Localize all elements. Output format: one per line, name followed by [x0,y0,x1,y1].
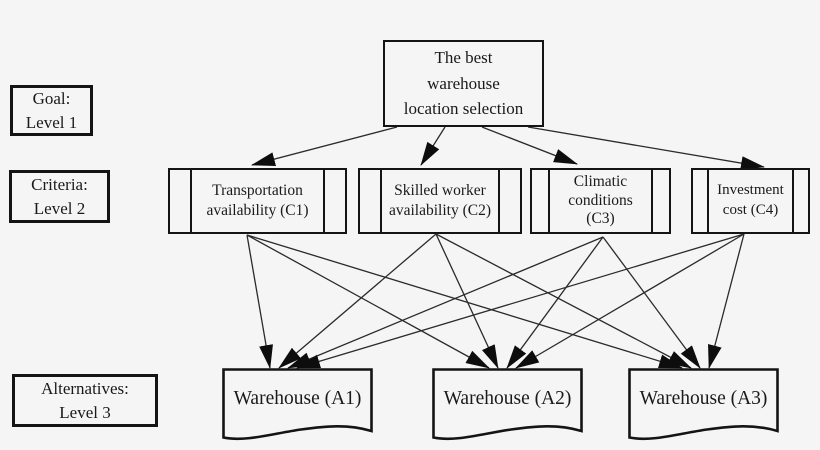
edge-c1-to-a2 [246,234,490,369]
level-label-line: Level 2 [33,198,86,218]
level1-goal-label: Goal: Level 1 [10,85,93,136]
criterion-c3-node: Climatic conditions (C3) [530,168,671,234]
edge-c1-to-a3 [246,234,683,369]
level2-criteria-label: Criteria: Level 2 [9,170,110,223]
edge-goal-to-c4 [527,126,765,171]
criterion-text-line: conditions [568,191,633,209]
criterion-c1-node: Transportation availability (C1) [168,168,347,234]
edge-c3-to-a1 [287,236,604,369]
document-shape [222,368,373,441]
criterion-text-line: Investment [717,182,784,199]
edge-c1-to-a1 [246,234,273,369]
level-label-line: Level 1 [25,112,78,132]
criterion-text-line: Climatic [573,172,628,190]
criterion-text-line: availability (C2) [388,202,491,219]
level-label-line: Level 3 [59,402,111,422]
edge-c2-to-a3 [435,233,692,369]
edge-c3-to-a3 [602,236,701,369]
goal-node: The best warehouse location selection [383,40,544,127]
goal-text-line: warehouse [427,73,500,93]
level-label-line: Criteria: [31,174,88,194]
criterion-c3-text: Climatic conditions (C3) [548,170,653,232]
alternative-label: Warehouse (A1) [233,388,362,409]
alternative-a2-node: Warehouse (A2) [432,368,583,444]
criterion-text-line: Skilled worker [394,181,486,199]
criterion-c1-text: Transportation availability (C1) [190,170,325,232]
criterion-text-line: Transportation [212,181,303,199]
edge-c4-to-a3 [708,233,745,369]
edge-goal-to-c3 [481,126,578,165]
criterion-c2-text: Skilled worker availability (C2) [380,170,500,232]
edge-c4-to-a2 [515,233,745,369]
edge-c2-to-a1 [278,233,437,369]
edge-goal-to-c1 [251,126,398,166]
level3-alternatives-label: Alternatives: Level 3 [12,374,158,427]
alternative-label: Warehouse (A2) [443,388,572,409]
criterion-c4-text: Investment cost (C4) [707,170,794,232]
goal-text-line: location selection [403,99,524,119]
alternative-a1-node: Warehouse (A1) [222,368,373,444]
level-label-line: Goal: [32,88,71,108]
criterion-c2-node: Skilled worker availability (C2) [358,168,522,234]
edge-c4-to-a1 [296,233,745,369]
alternative-a3-node: Warehouse (A3) [628,368,779,444]
goal-text-line: The best [434,48,493,68]
edge-c2-to-a2 [435,233,499,369]
document-shape [432,368,583,441]
criterion-text-line: cost (C4) [722,202,779,218]
level-label-line: Alternatives: [41,378,129,398]
criterion-text-line: availability (C1) [206,202,309,219]
criterion-text-line: (C3) [586,210,615,228]
alternative-label: Warehouse (A3) [639,388,768,409]
edge-goal-to-c2 [420,126,446,166]
edge-c3-to-a2 [506,236,604,369]
document-shape [628,368,779,441]
criterion-c4-node: Investment cost (C4) [691,168,810,234]
